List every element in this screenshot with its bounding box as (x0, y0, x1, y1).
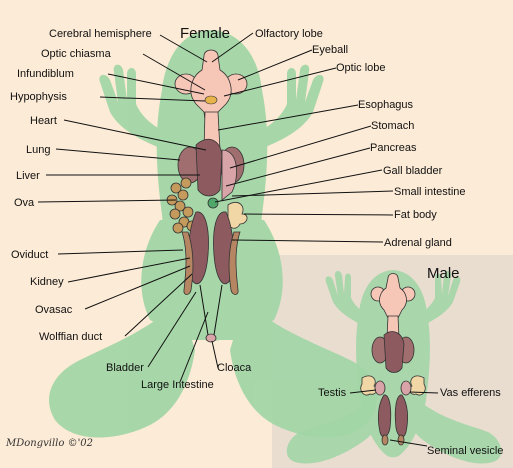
male-seminal-vesicle-right-shape (397, 434, 405, 446)
female-organs (166, 111, 248, 343)
female-brain-shape (190, 49, 232, 129)
label-large-intestine: Large Intestine (141, 379, 214, 391)
label-esophagus: Esophagus (358, 99, 414, 111)
male-testis-left-shape (374, 380, 386, 396)
label-heart: Heart (30, 115, 57, 127)
label-liver: Liver (16, 170, 40, 182)
female-cloaca-shape (205, 333, 217, 343)
male-organs (360, 273, 426, 446)
female-lower-body (141, 220, 283, 340)
label-small-intestine: Small intestine (394, 186, 466, 198)
male-left-hind-leg (286, 400, 385, 464)
female-title: Female (180, 25, 230, 42)
female-stomach-shape (221, 149, 237, 201)
female-left-arm (99, 64, 172, 150)
label-optic-chiasma: Optic chiasma (41, 48, 112, 60)
male-seminal-vesicle-shape (381, 434, 389, 446)
label-lung: Lung (26, 144, 50, 156)
female-ova-cluster (166, 177, 198, 234)
label-cerebral-hemisphere: Cerebral hemisphere (49, 28, 152, 40)
female-hypophysis-shape (204, 95, 218, 105)
label-cloaca: Cloaca (217, 362, 252, 374)
label-olfactory-lobe: Olfactory lobe (255, 28, 323, 40)
male-right-hind-leg (403, 400, 502, 464)
label-seminal-vesicle: Seminal vesicle (427, 445, 503, 457)
label-vas-efferens: Vas efferens (440, 387, 501, 399)
male-fat-body-left-shape (360, 375, 378, 396)
label-ova: Ova (14, 197, 35, 209)
label-adrenal-gland: Adrenal gland (384, 237, 452, 249)
male-testis-right-shape (400, 380, 412, 396)
male-title: Male (427, 265, 460, 282)
label-wolffian-duct: Wolffian duct (39, 331, 102, 343)
female-leader-lines (37, 32, 394, 383)
female-oviduct-right-shape (228, 231, 241, 295)
label-eyeball: Eyeball (312, 44, 348, 56)
label-oviduct: Oviduct (11, 249, 48, 261)
label-stomach: Stomach (371, 120, 414, 132)
artist-signature: MDongvillo ©'02 (5, 438, 93, 449)
label-pancreas: Pancreas (370, 142, 417, 154)
female-oviduct-left-shape (181, 231, 194, 295)
male-leader-lines (349, 389, 439, 447)
label-kidney: Kidney (30, 276, 64, 288)
male-liver-shape (383, 331, 405, 373)
female-gall-bladder-shape (207, 197, 219, 209)
female-wolffian-duct-shape (199, 284, 223, 336)
label-gall-bladder: Gall bladder (383, 165, 443, 177)
label-bladder: Bladder (106, 362, 144, 374)
male-brain-shape (379, 273, 407, 319)
label-optic-lobe: Optic lobe (336, 62, 386, 74)
female-liver-shape (195, 138, 223, 197)
female-right-hind-leg (230, 300, 378, 438)
female-left-hind-leg (49, 300, 195, 438)
label-infundiblum: Infundiblum (17, 68, 74, 80)
female-right-arm (251, 64, 324, 150)
label-fat-body: Fat body (394, 209, 437, 221)
label-testis: Testis (318, 387, 347, 399)
label-ovasac: Ovasac (35, 304, 73, 316)
label-hypophysis: Hypophysis (10, 91, 67, 103)
